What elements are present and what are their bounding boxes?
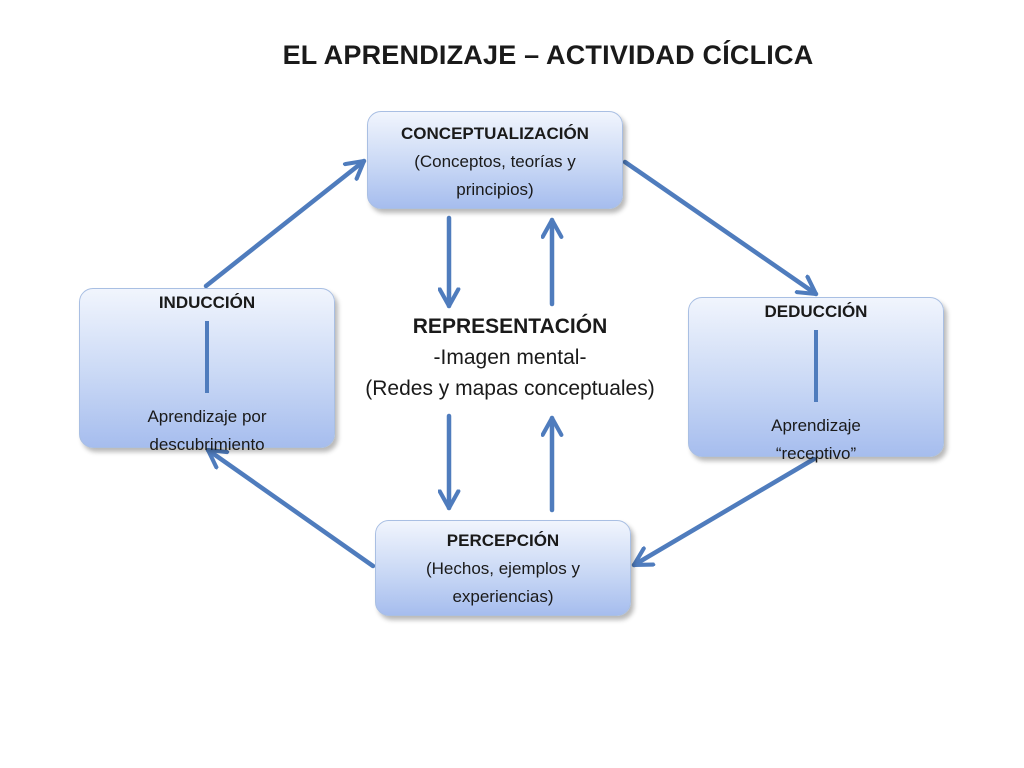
arrow-induccion-to-conceptualizacion [203, 158, 367, 289]
node-deduccion-line-2: “receptivo” [775, 444, 857, 463]
node-percepcion-heading: PERCEPCIÓN [446, 531, 560, 550]
node-induccion: INDUCCIÓN Aprendizaje por descubrimiento [79, 288, 335, 454]
node-conceptualizacion-line-1: (Conceptos, teorías y [414, 152, 576, 171]
node-percepcion-line-1: (Hechos, ejemplos y [425, 559, 580, 578]
node-induccion-divider [205, 321, 209, 393]
node-induccion-line-2: descubrimiento [149, 435, 265, 454]
node-representacion-line-1: -Imagen mental- [433, 346, 587, 369]
node-deduccion: DEDUCCIÓN Aprendizaje “receptivo” [688, 297, 944, 463]
node-percepcion: PERCEPCIÓN (Hechos, ejemplos y experienc… [375, 520, 631, 616]
node-deduccion-line-1: Aprendizaje [771, 416, 861, 435]
node-conceptualizacion-heading: CONCEPTUALIZACIÓN [401, 124, 589, 143]
node-induccion-heading: INDUCCIÓN [158, 293, 256, 312]
page-title: EL APRENDIZAJE – ACTIVIDAD CÍCLICA [282, 40, 814, 70]
arrow-conceptualizacion-to-deduccion [622, 159, 819, 297]
node-representacion: REPRESENTACIÓN -Imagen mental- (Redes y … [340, 311, 680, 404]
node-conceptualizacion-line-2: principios) [456, 180, 534, 199]
arrow-percepcion-to-induccion [205, 447, 376, 569]
node-representacion-heading: REPRESENTACIÓN [412, 315, 608, 338]
node-deduccion-divider [814, 330, 818, 402]
node-percepcion-line-2: experiencias) [452, 587, 554, 606]
node-conceptualizacion: CONCEPTUALIZACIÓN (Conceptos, teorías y … [367, 111, 623, 209]
node-deduccion-heading: DEDUCCIÓN [764, 302, 868, 321]
node-representacion-line-2: (Redes y mapas conceptuales) [365, 377, 655, 400]
node-induccion-line-1: Aprendizaje por [147, 407, 267, 426]
arrow-deduccion-to-percepcion [631, 456, 817, 568]
